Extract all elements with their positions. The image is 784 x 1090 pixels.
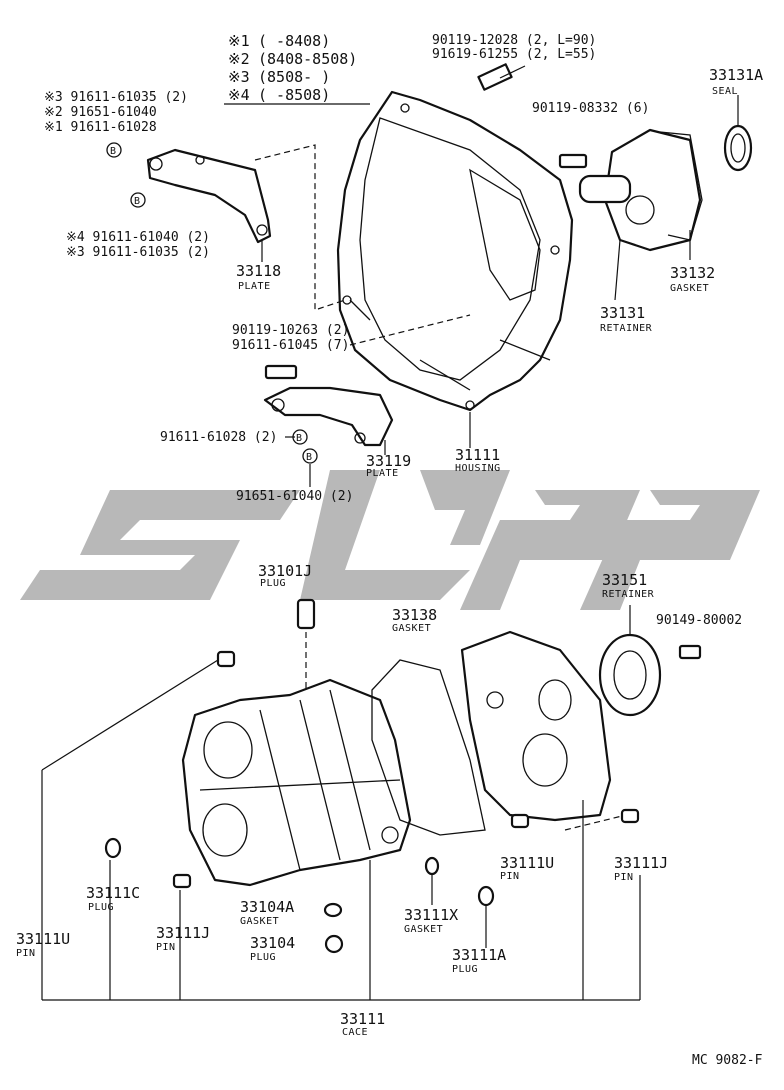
bolt-right-drawing bbox=[558, 153, 588, 169]
seal-33131A-drawing bbox=[723, 124, 753, 172]
label-retainer1-name: RETAINER bbox=[600, 323, 653, 334]
label-plug3-num: 33104 bbox=[250, 934, 295, 952]
svg-text:B: B bbox=[134, 196, 141, 207]
label-retainer2-name: RETAINER bbox=[602, 589, 655, 600]
plug-33111A-drawing bbox=[477, 885, 495, 907]
pin-33111U-right-drawing bbox=[510, 813, 530, 829]
plug-33111C-drawing bbox=[104, 837, 122, 859]
label-plate2-num: 33119 bbox=[366, 452, 411, 470]
label-bolt-ret2: 90149-80002 bbox=[656, 613, 742, 628]
label-seal-name: SEAL bbox=[712, 86, 738, 97]
label-bolt-low-2: 91651-61040 (2) bbox=[236, 489, 353, 504]
label-pinj-r-name: PIN bbox=[614, 872, 634, 883]
label-bolt-mid-1: 90119-10263 (2) bbox=[232, 323, 349, 338]
pin-33111J-right-drawing bbox=[620, 808, 640, 824]
plate-33119-drawing bbox=[263, 314, 471, 447]
label-pluga-num: 33111A bbox=[452, 946, 506, 964]
label-retainer1-num: 33131 bbox=[600, 304, 645, 322]
label-bolt-top-2: 91619-61255 (2, L=55) bbox=[432, 47, 596, 62]
bolt-top-drawing bbox=[477, 63, 526, 91]
label-plate2-name: PLATE bbox=[366, 468, 399, 479]
legend: ※1 ( -8408) ※2 (8408-8508) ※3 (8508- ) ※… bbox=[224, 32, 370, 105]
label-plug1-num: 33101J bbox=[258, 562, 312, 580]
bolt-marker-4: B bbox=[302, 448, 318, 464]
plug-33104-drawing bbox=[324, 934, 344, 954]
bolt-marker-2: B bbox=[130, 192, 146, 208]
label-gasketx-name: GASKET bbox=[404, 924, 443, 935]
label-pinu-l-num: 33111U bbox=[16, 930, 70, 948]
label-plate1-num: 33118 bbox=[236, 262, 281, 280]
legend-row-1: ※1 bbox=[228, 32, 250, 50]
label-plate1-b2: ※2 91651-61040 bbox=[44, 105, 157, 120]
svg-text:B: B bbox=[296, 433, 303, 444]
label-plug3-name: PLUG bbox=[250, 952, 276, 963]
bolt-marker-1: B bbox=[106, 142, 122, 158]
gasket-33138-drawing bbox=[371, 659, 486, 836]
label-bolt-mid-2: 91611-61045 (7) bbox=[232, 338, 349, 353]
label-pinu-r-num: 33111U bbox=[500, 854, 554, 872]
bolt-mid-drawing bbox=[264, 364, 298, 380]
label-pinj-l-name: PIN bbox=[156, 942, 176, 953]
label-pinj-r-num: 33111J bbox=[614, 854, 668, 872]
label-plugc-name: PLUG bbox=[88, 902, 114, 913]
label-plate1-b5: ※3 91611-61035 (2) bbox=[66, 245, 210, 260]
label-retainer2-num: 33151 bbox=[602, 571, 647, 589]
pin-33111J-left-drawing bbox=[172, 873, 192, 889]
legend-row-3: ※3 bbox=[228, 68, 250, 86]
label-pinu-r-name: PIN bbox=[500, 871, 520, 882]
legend-range-4: ( -8508) bbox=[258, 86, 330, 104]
label-ref-code: MC 9082-F bbox=[692, 1053, 763, 1068]
label-pinj-l-num: 33111J bbox=[156, 924, 210, 942]
gasket-33111X-drawing bbox=[424, 856, 440, 876]
label-gasket3-num: 33104A bbox=[240, 898, 294, 916]
label-plug1-name: PLUG bbox=[260, 578, 286, 589]
legend-row-2: ※2 bbox=[228, 50, 250, 68]
svg-text:B: B bbox=[306, 452, 313, 463]
label-plate1-b3: ※1 91611-61028 bbox=[44, 120, 157, 135]
label-pluga-name: PLUG bbox=[452, 964, 478, 975]
label-housing-name: HOUSING bbox=[455, 463, 501, 474]
label-gasketx-num: 33111X bbox=[404, 906, 458, 924]
pin-top-left-drawing bbox=[216, 650, 236, 668]
retainer-33131-drawing bbox=[578, 128, 702, 252]
watermark-logo bbox=[20, 470, 760, 610]
label-bolt-low-1: 91611-61028 (2) bbox=[160, 430, 277, 445]
extension-housing-drawing bbox=[460, 630, 612, 822]
legend-range-2: (8408-8508) bbox=[258, 50, 357, 68]
label-plate1-name: PLATE bbox=[238, 281, 271, 292]
label-plate1-b4: ※4 91611-61040 (2) bbox=[66, 230, 210, 245]
label-case-num: 33111 bbox=[340, 1010, 385, 1028]
label-gasket3-name: GASKET bbox=[240, 916, 279, 927]
label-housing-num: 31111 bbox=[455, 446, 500, 464]
bracket-lines bbox=[41, 659, 641, 1001]
legend-range-3: (8508- ) bbox=[258, 68, 330, 86]
legend-row-4: ※4 bbox=[228, 86, 250, 104]
leader-lines bbox=[261, 95, 739, 948]
label-gasket2-name: GASKET bbox=[392, 623, 431, 634]
bolt-marker-3: B bbox=[292, 429, 308, 445]
label-case-name: CACE bbox=[342, 1027, 368, 1038]
label-plate1-b1: ※3 91611-61035 (2) bbox=[44, 90, 188, 105]
svg-text:B: B bbox=[110, 146, 117, 157]
gasket-33104A-drawing bbox=[323, 902, 343, 918]
label-pinu-l-name: PIN bbox=[16, 948, 36, 959]
label-bolt-right: 90119-08332 (6) bbox=[532, 101, 649, 116]
label-gasket1-name: GASKET bbox=[670, 283, 709, 294]
legend-range-1: ( -8408) bbox=[258, 32, 330, 50]
label-bolt-top-1: 90119-12028 (2, L=90) bbox=[432, 33, 596, 48]
gasket-33132-drawing bbox=[659, 131, 703, 241]
housing-drawing bbox=[336, 90, 574, 412]
plate-33118-drawing bbox=[146, 144, 346, 311]
plug-33101J-drawing bbox=[296, 598, 316, 700]
label-gasket2-num: 33138 bbox=[392, 606, 437, 624]
label-gasket1-num: 33132 bbox=[670, 264, 715, 282]
case-33111-drawing bbox=[181, 678, 412, 887]
retainer-33151-drawing bbox=[598, 633, 702, 717]
label-seal-num: 33131A bbox=[709, 66, 763, 84]
label-plugc-num: 33111C bbox=[86, 884, 140, 902]
